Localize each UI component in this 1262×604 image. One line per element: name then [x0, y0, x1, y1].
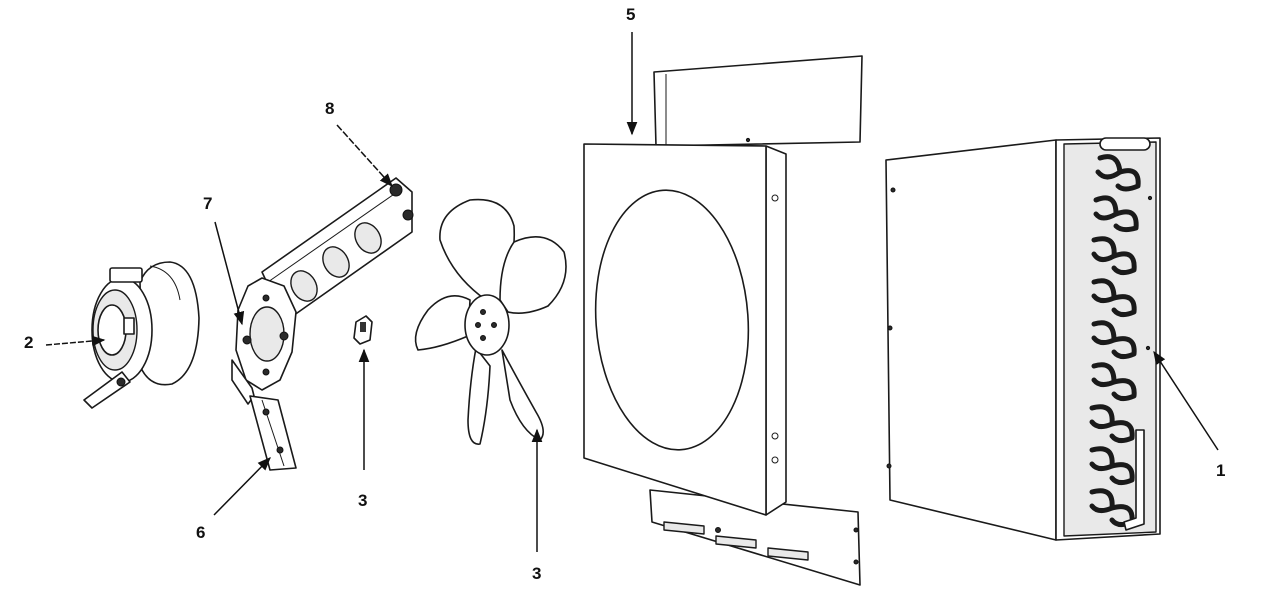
fan-shroud-part: [583, 55, 863, 586]
arrow-7: [214, 221, 245, 326]
callout-1-coil: 1: [1216, 461, 1226, 480]
leader-arrows: [45, 32, 1219, 552]
callout-3-fan-blade: 3: [532, 564, 542, 583]
callout-3-clip: 3: [358, 491, 368, 510]
fan-blade-part: [414, 198, 567, 445]
motor-part: [83, 261, 200, 409]
callout-7-plate: 7: [203, 194, 213, 213]
callout-8-nut: 8: [325, 99, 335, 118]
coil-tube-bends: [1089, 154, 1141, 528]
clip-part: [353, 315, 373, 345]
arrow-2: [45, 335, 106, 347]
callout-6-bracket: 6: [196, 523, 206, 542]
arrow-1: [1153, 350, 1219, 451]
arrow-6: [213, 457, 271, 516]
callout-5-shroud: 5: [626, 5, 636, 24]
motor-bracket-part: [231, 177, 414, 471]
arrow-8: [336, 124, 393, 188]
evaporator-coil-part: [885, 137, 1161, 541]
callout-2-motor: 2: [24, 333, 34, 352]
